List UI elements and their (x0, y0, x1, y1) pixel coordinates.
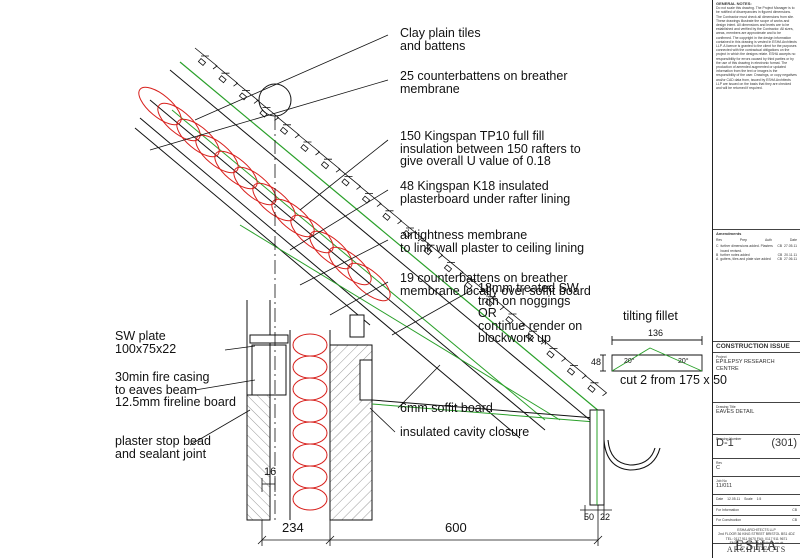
info-initials: CB (792, 508, 797, 513)
label-sw-plate: SW plate 100x75x22 (115, 329, 177, 356)
dim-50: 50 (584, 512, 595, 522)
general-notes-heading: GENERAL NOTES: (716, 1, 752, 6)
dim-48: 48 (591, 357, 602, 367)
amend-prep: CB (777, 252, 783, 257)
label-clay-tiles: Clay plain tiles and battens (400, 26, 481, 53)
clay-tiles (194, 47, 608, 397)
drawing-number: D-1 (716, 437, 734, 450)
gridline-marker (258, 83, 292, 520)
wall-insulation (292, 333, 328, 511)
scale-value: 1:5 (756, 497, 762, 502)
angle-right: 20° (678, 358, 689, 365)
amend-rev: A (716, 257, 719, 262)
label-sw-trim: 18mm treated SW trim on noggings OR cont… (478, 281, 583, 345)
for-information: For Information (716, 508, 739, 513)
amend-col-auth: Auth (764, 238, 772, 243)
construction-initials: CB (792, 518, 797, 523)
leader-lines (149, 34, 473, 446)
drawing-title: EAVES DETAIL (716, 409, 755, 416)
amendments-heading: Amendments (716, 231, 742, 236)
label-fillet-cut: cut 2 from 175 x 50 (620, 373, 728, 387)
dim-22: 22 (600, 512, 611, 522)
label-counterbattens-25: 25 counterbattens on breather membrane (400, 69, 568, 96)
drawing-title-label: Drawing Title (716, 405, 736, 410)
amend-date: 27.05.11 (784, 244, 797, 249)
amend-date: 20.11.11 (784, 252, 797, 257)
amend-row: B further notes added CB 20.11.11 (716, 253, 797, 257)
rev-value: C (716, 465, 720, 472)
amend-rev: C (716, 244, 719, 249)
amend-prep: CB (777, 257, 783, 262)
amend-date: 27.06.11 (784, 257, 797, 262)
amend-text: gutters, tiles and plate size added (720, 257, 771, 262)
label-cavity-closure: insulated cavity closure (400, 425, 530, 439)
amend-col-prep: Prep (739, 238, 748, 243)
label-kingspan-k18: 48 Kingspan K18 insulated plasterboard u… (400, 179, 571, 206)
dimension-lines (257, 478, 612, 546)
title-block: GENERAL NOTES: Do not scale this drawing… (712, 0, 800, 558)
dim-16: 16 (264, 466, 277, 478)
date-value: 12.05.11 (727, 497, 741, 502)
angle-left: 20° (624, 358, 635, 365)
label-airtightness: airtightness membrane to link wall plast… (400, 228, 585, 255)
amend-col-date: Date (789, 238, 797, 243)
amend-row: A gutters, tiles and plate size added CB… (716, 257, 797, 261)
tilting-fillet-detail (600, 336, 703, 372)
amend-rev: B (716, 252, 719, 257)
date-label: Date (716, 497, 724, 502)
wall-structure (246, 300, 373, 521)
amend-text: further dimensions added. Plasters board… (720, 244, 773, 253)
amend-text: further notes added (720, 252, 750, 257)
general-notes: Do not scale this drawing. The Project M… (716, 6, 797, 91)
label-tilting-fillet: tilting fillet (623, 309, 678, 323)
amend-prep: CB (777, 244, 783, 249)
dim-234: 234 (282, 520, 304, 535)
for-construction: For Construction (716, 518, 742, 523)
esha-logo-sub: ARCHITECTS (726, 545, 787, 555)
job-number: 11/011 (716, 483, 733, 490)
dim-600: 600 (445, 520, 467, 535)
label-fire-casing: 30min fire casing to eaves beam 12.5mm f… (115, 370, 236, 409)
gutter (603, 439, 661, 471)
project-label: Project (716, 355, 727, 360)
label-kingspan-tp10: 150 Kingspan TP10 full fill insulation b… (400, 129, 581, 168)
label-plaster-stop: plaster stop bead and sealant joint (115, 434, 211, 461)
label-soffit-board: 6mm soffit board (400, 401, 493, 415)
project-name: EPILEPSY RESEARCH CENTRE (716, 359, 775, 373)
label-counterbattens-19: 19 counterbattens on breather membrane l… (400, 271, 591, 298)
rev-label: Rev (716, 461, 723, 466)
practice-address: ESHA ARCHITECTS LLP 2nd FLOOR 36 KING ST… (713, 526, 800, 545)
job-label: Job No (716, 479, 727, 484)
issue-status: CONSTRUCTION ISSUE (713, 342, 800, 354)
soffit-fascia (371, 399, 605, 506)
amend-col-rev: Rev (716, 238, 723, 243)
amend-row: C further dimensions added. Plasters boa… (716, 244, 797, 252)
drawing-ref: (301) (771, 437, 797, 450)
dim-136: 136 (648, 328, 664, 338)
drawing-no-label: Drawing Number (716, 437, 742, 442)
scale-label: Scale (744, 497, 753, 502)
